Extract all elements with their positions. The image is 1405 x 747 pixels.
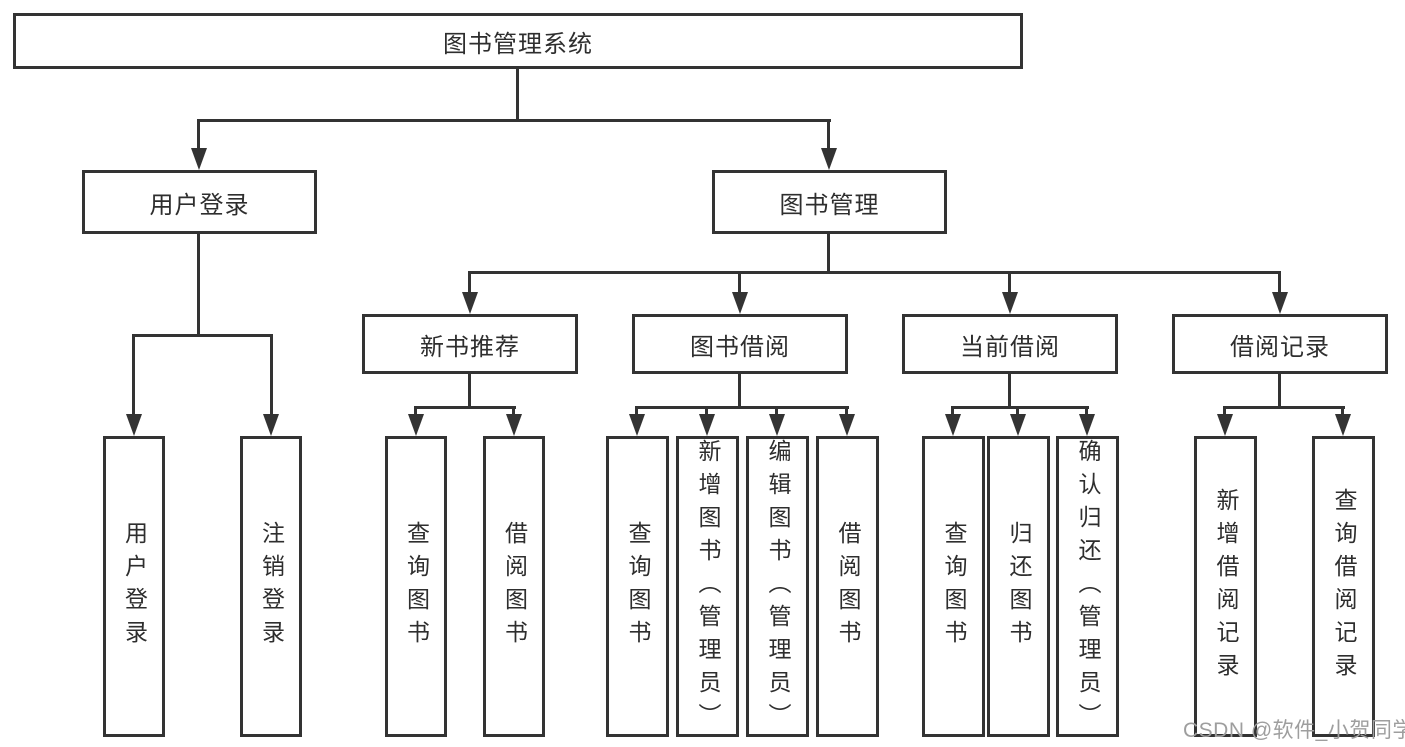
- connector-line: [775, 406, 778, 418]
- node-book-borrowing: 图书借阅: [632, 314, 848, 374]
- arrow-down-icon: [821, 148, 837, 170]
- node-borrow-books: 借阅图书: [816, 436, 879, 737]
- node-borrowing-records: 借阅记录: [1172, 314, 1388, 374]
- arrow-down-icon: [699, 414, 715, 436]
- node-query-books: 查询图书: [606, 436, 669, 737]
- connector-line: [637, 406, 849, 409]
- connector-line: [1008, 374, 1011, 408]
- node-query-books: 查询图书: [922, 436, 985, 737]
- node-edit-book-admin: 编辑图书（管理员）: [746, 436, 809, 737]
- connector-line: [197, 234, 200, 336]
- connector-line: [134, 334, 273, 337]
- watermark: CSDN @软件_小贺同学: [1183, 719, 1405, 742]
- connector-line: [1223, 406, 1226, 418]
- connector-line: [738, 271, 741, 295]
- node-query-borrow-record: 查询借阅记录: [1312, 436, 1375, 737]
- node-return-books: 归还图书: [987, 436, 1050, 737]
- connector-line: [468, 374, 471, 408]
- arrow-down-icon: [1335, 414, 1351, 436]
- arrow-down-icon: [945, 414, 961, 436]
- connector-line: [270, 334, 273, 416]
- arrow-down-icon: [1010, 414, 1026, 436]
- connector-line: [512, 406, 515, 418]
- connector-line: [845, 406, 848, 418]
- connector-line: [738, 374, 741, 408]
- connector-line: [132, 334, 135, 416]
- connector-line: [416, 406, 516, 409]
- node-user-login: 用户登录: [82, 170, 317, 234]
- connector-line: [516, 69, 519, 120]
- arrow-down-icon: [1079, 414, 1095, 436]
- connector-line: [827, 119, 830, 150]
- arrow-down-icon: [462, 292, 478, 314]
- node-user-login-leaf: 用户登录: [103, 436, 165, 737]
- arrow-down-icon: [1002, 292, 1018, 314]
- node-query-books: 查询图书: [385, 436, 447, 737]
- node-add-book-admin: 新增图书（管理员）: [676, 436, 739, 737]
- node-confirm-return-admin: 确认归还（管理员）: [1056, 436, 1119, 737]
- arrow-down-icon: [506, 414, 522, 436]
- arrow-down-icon: [769, 414, 785, 436]
- arrow-down-icon: [126, 414, 142, 436]
- connector-line: [1225, 406, 1345, 409]
- node-book-management: 图书管理: [712, 170, 947, 234]
- node-add-borrow-record: 新增借阅记录: [1194, 436, 1257, 737]
- arrow-down-icon: [1272, 292, 1288, 314]
- connector-line: [1085, 406, 1088, 418]
- node-borrow-books: 借阅图书: [483, 436, 545, 737]
- connector-line: [635, 406, 638, 418]
- connector-line: [414, 406, 417, 418]
- connector-line: [1016, 406, 1019, 418]
- arrow-down-icon: [191, 148, 207, 170]
- connector-line: [468, 271, 471, 295]
- connector-line: [469, 271, 1281, 274]
- arrow-down-icon: [839, 414, 855, 436]
- node-current-borrowing: 当前借阅: [902, 314, 1118, 374]
- connector-line: [1278, 374, 1281, 408]
- connector-line: [1008, 271, 1011, 295]
- connector-line: [827, 234, 830, 273]
- connector-line: [705, 406, 708, 418]
- node-logout: 注销登录: [240, 436, 302, 737]
- arrow-down-icon: [732, 292, 748, 314]
- arrow-down-icon: [629, 414, 645, 436]
- arrow-down-icon: [263, 414, 279, 436]
- node-library-management-system: 图书管理系统: [13, 13, 1023, 69]
- connector-line: [951, 406, 954, 418]
- connector-line: [1341, 406, 1344, 418]
- connector-line: [1278, 271, 1281, 295]
- connector-line: [197, 119, 200, 150]
- connector-line: [953, 406, 1089, 409]
- arrow-down-icon: [408, 414, 424, 436]
- node-new-book-recommendation: 新书推荐: [362, 314, 578, 374]
- connector-line: [198, 119, 831, 122]
- arrow-down-icon: [1217, 414, 1233, 436]
